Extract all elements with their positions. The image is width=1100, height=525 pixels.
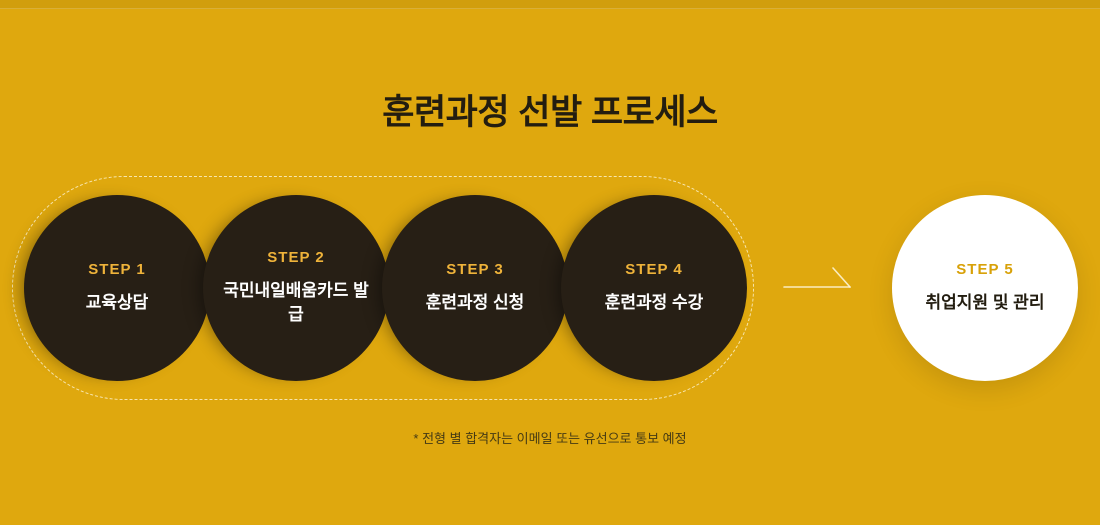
step-title: 교육상담 bbox=[85, 293, 149, 313]
step-circle-4: STEP 4 훈련과정 수강 bbox=[561, 195, 747, 381]
step-label: STEP 1 bbox=[88, 261, 146, 279]
step-title: 훈련과정 수강 bbox=[604, 293, 704, 313]
step-label: STEP 2 bbox=[267, 249, 325, 267]
step-circle-2: STEP 2 국민내일배움카드 발급 bbox=[203, 195, 389, 381]
top-accent-strip bbox=[0, 0, 1100, 9]
step-title: 국민내일배움카드 발급 bbox=[223, 281, 369, 324]
arrow-right-icon bbox=[783, 267, 851, 288]
steps-group-outline bbox=[12, 176, 754, 400]
step-label: STEP 4 bbox=[625, 261, 683, 279]
step-label: STEP 3 bbox=[446, 261, 504, 279]
step-circle-5: STEP 5 취업지원 및 관리 bbox=[892, 195, 1078, 381]
step-label: STEP 5 bbox=[956, 261, 1014, 279]
step-circle-1: STEP 1 교육상담 bbox=[24, 195, 210, 381]
page-title: 훈련과정 선발 프로세스 bbox=[382, 93, 718, 132]
step-title: 훈련과정 신청 bbox=[425, 293, 525, 313]
step-title: 취업지원 및 관리 bbox=[925, 293, 1045, 313]
footnote-text: * 전형 별 합격자는 이메일 또는 유선으로 통보 예정 bbox=[413, 431, 687, 446]
step-circle-3: STEP 3 훈련과정 신청 bbox=[382, 195, 568, 381]
